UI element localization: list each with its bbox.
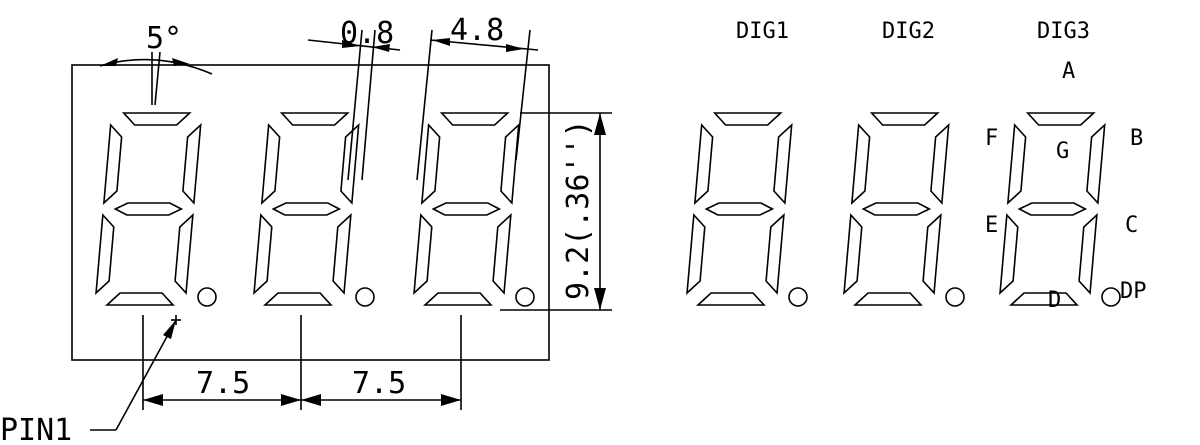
segment-dp <box>515 287 535 307</box>
segment-b <box>182 123 202 205</box>
segment-c <box>332 213 352 295</box>
segment-b <box>930 123 950 205</box>
segment-dp <box>1101 287 1121 307</box>
segment-d <box>852 292 923 306</box>
slant-angle-label: 5° <box>146 21 182 56</box>
segment-label-d: D <box>1048 288 1061 313</box>
digit-width-dimension: 4.8 <box>416 13 539 181</box>
digit-label-2: DIG2 <box>882 19 935 44</box>
segment-a <box>869 112 940 126</box>
segment-c <box>1078 213 1098 295</box>
segment-e <box>253 213 273 295</box>
digit-1 <box>686 112 808 307</box>
segment-e <box>95 213 115 295</box>
segment-f <box>850 123 871 205</box>
segment-b <box>340 123 360 205</box>
digit-1 <box>95 112 217 307</box>
segment-d <box>422 292 493 306</box>
right-digit-group <box>686 112 1121 307</box>
segment-label-c: C <box>1125 213 1138 238</box>
segment-c <box>174 213 194 295</box>
segment-g <box>704 202 775 216</box>
segment-label-e: E <box>985 213 998 238</box>
digit-label-1: DIG1 <box>736 19 789 44</box>
segment-width-dimension: 0.8 <box>307 16 401 181</box>
segment-dp <box>945 287 965 307</box>
digit-3 <box>999 112 1121 307</box>
package-outline <box>71 64 550 361</box>
digit-2 <box>253 112 375 307</box>
segment-d <box>695 292 766 306</box>
segment-a <box>712 112 783 126</box>
segment-g <box>271 202 342 216</box>
segment-label-f: F <box>985 126 998 151</box>
segment-b <box>1086 123 1106 205</box>
digit-3 <box>413 112 535 307</box>
segment-c <box>922 213 942 295</box>
segment-dp <box>788 287 808 307</box>
segment-g <box>1017 202 1088 216</box>
segment-g <box>431 202 502 216</box>
segment-label-dp: DP <box>1120 279 1147 304</box>
segment-c <box>492 213 512 295</box>
segment-dp <box>355 287 375 307</box>
left-digit-group <box>95 112 535 307</box>
segment-label-b: B <box>1130 126 1143 151</box>
segment-g <box>861 202 932 216</box>
segment-g <box>113 202 184 216</box>
digit-height-dimension: 9.2(.36'') <box>500 112 612 311</box>
digit-width-label: 4.8 <box>450 13 504 48</box>
segment-e <box>843 213 863 295</box>
segment-a <box>121 112 192 126</box>
segment-e <box>999 213 1019 295</box>
segment-c <box>765 213 785 295</box>
segment-f <box>260 123 281 205</box>
segment-d <box>262 292 333 306</box>
segment-label-g: G <box>1056 139 1069 164</box>
segment-a <box>279 112 350 126</box>
segment-f <box>693 123 714 205</box>
digit-label-3: DIG3 <box>1037 19 1090 44</box>
segment-f <box>1006 123 1027 205</box>
pin1-callout: PIN1 <box>0 315 181 445</box>
segment-b <box>773 123 793 205</box>
pitch-2-label: 7.5 <box>352 366 406 401</box>
segment-label-a: A <box>1062 59 1075 84</box>
segment-e <box>413 213 433 295</box>
pitch-dimensions: 7.5 7.5 <box>142 315 462 410</box>
segment-f <box>102 123 123 205</box>
segment-d <box>1008 292 1079 306</box>
segment-b <box>500 123 520 205</box>
slant-angle-dimension: 5° <box>99 21 213 106</box>
digit-2 <box>843 112 965 307</box>
segment-a <box>1025 112 1096 126</box>
digit-height-label: 9.2(.36'') <box>561 119 596 300</box>
segment-d <box>104 292 175 306</box>
segment-dp <box>197 287 217 307</box>
segment-a <box>439 112 510 126</box>
pin1-label: PIN1 <box>0 413 72 445</box>
segment-f <box>420 123 441 205</box>
pitch-1-label: 7.5 <box>196 366 250 401</box>
segment-e <box>686 213 706 295</box>
segment-width-label: 0.8 <box>340 16 394 51</box>
